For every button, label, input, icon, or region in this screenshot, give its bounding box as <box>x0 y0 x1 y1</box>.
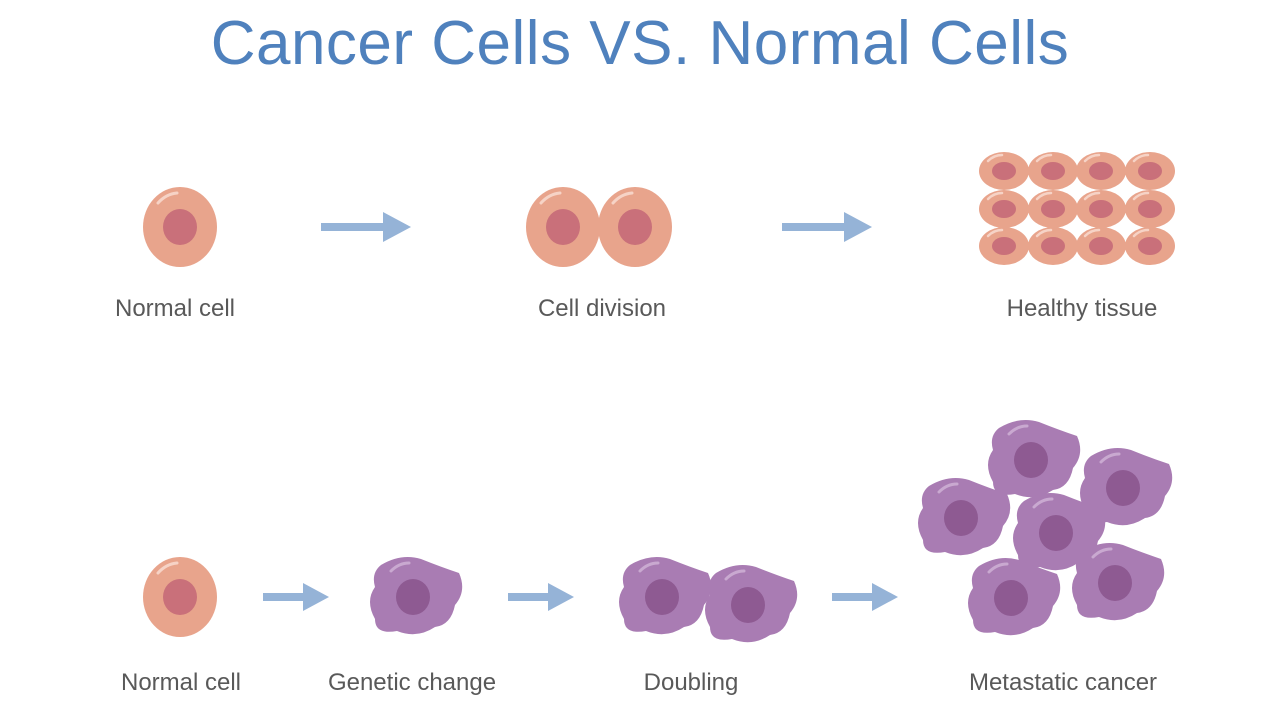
step-label: Normal cell <box>120 669 242 696</box>
arrow-icon <box>508 583 574 611</box>
genetic-change-cell-icon <box>368 555 464 636</box>
arrow-icon <box>321 212 411 242</box>
normal-cell-icon <box>141 185 219 269</box>
arrow-icon <box>263 583 329 611</box>
normal-cell-icon <box>141 555 219 639</box>
doubling-cells-icon <box>617 555 799 644</box>
step-label: Doubling <box>643 669 739 696</box>
arrow-icon <box>782 212 872 242</box>
step-label: Metastatic cancer <box>968 669 1158 696</box>
step-label: Healthy tissue <box>1006 295 1158 322</box>
step-label: Normal cell <box>114 295 236 322</box>
step-label: Cell division <box>537 295 667 322</box>
healthy-tissue-icon <box>977 150 1177 267</box>
page-title: Cancer Cells VS. Normal Cells <box>210 9 1070 78</box>
metastatic-cancer-icon <box>916 418 1174 637</box>
step-label: Genetic change <box>327 669 497 696</box>
arrow-icon <box>832 583 898 611</box>
cell-division-icon <box>524 185 674 269</box>
